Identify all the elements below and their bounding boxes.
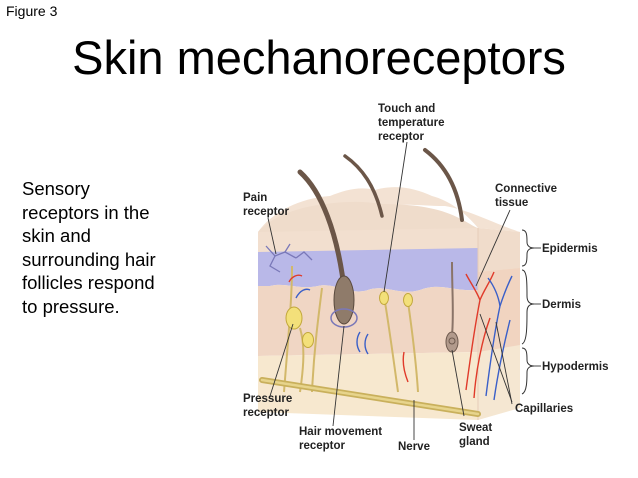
label-pressure: Pressure [243, 393, 292, 405]
label-dermis: Dermis [542, 299, 581, 311]
label-sweat-gland: gland [459, 436, 490, 448]
hair-shaft [343, 154, 384, 218]
hair-shaft [423, 148, 464, 222]
touch-receptor [403, 293, 413, 307]
label-capillaries: Capillaries [515, 403, 573, 415]
label-pain: receptor [243, 206, 290, 218]
skin-block-side [478, 228, 520, 420]
skin-surface [258, 187, 520, 232]
touch-receptor [379, 291, 389, 305]
body-line: to pressure. [22, 295, 120, 317]
label-hair-movement: Hair movement [299, 426, 382, 438]
pain-receptor-endings [265, 243, 313, 273]
hair-follicle [333, 275, 355, 325]
diagram-labels: Touch and temperature receptor Pain rece… [243, 103, 608, 453]
label-touch-temp: receptor [378, 131, 425, 143]
body-line: surrounding hair [22, 248, 156, 270]
layer-brackets [521, 229, 535, 395]
sweat-gland [445, 261, 459, 353]
receptors [285, 291, 413, 348]
label-touch-temp: temperature [378, 117, 444, 129]
body-line: Sensory [22, 178, 90, 199]
figure-label: Figure 3 [6, 3, 58, 19]
label-sweat-gland: Sweat [459, 422, 492, 434]
label-hair-movement: receptor [299, 440, 346, 452]
capillaries [288, 271, 513, 401]
leader-lines [267, 141, 541, 440]
slide-title: Skin mechanoreceptors [72, 31, 566, 84]
label-epidermis: Epidermis [542, 243, 598, 255]
body-line: receptors in the [22, 201, 150, 223]
body-line: skin and [22, 225, 91, 247]
label-connective: tissue [495, 197, 528, 209]
epidermis-blue-layer [258, 248, 478, 292]
label-pain: Pain [243, 192, 267, 204]
label-connective: Connective [495, 183, 557, 195]
hairs [297, 148, 464, 325]
hair-shaft [297, 169, 348, 299]
body-text: Sensory receptors in the skin and surrou… [22, 177, 192, 319]
pressure-receptor [285, 306, 303, 330]
label-hypodermis: Hypodermis [542, 361, 608, 373]
main-nerve [259, 377, 481, 417]
body-line: follicles respond [22, 272, 155, 294]
label-touch-temp: Touch and [378, 103, 435, 115]
label-nerve: Nerve [398, 441, 430, 453]
receptor-ending [302, 332, 314, 348]
label-pressure: receptor [243, 407, 290, 419]
